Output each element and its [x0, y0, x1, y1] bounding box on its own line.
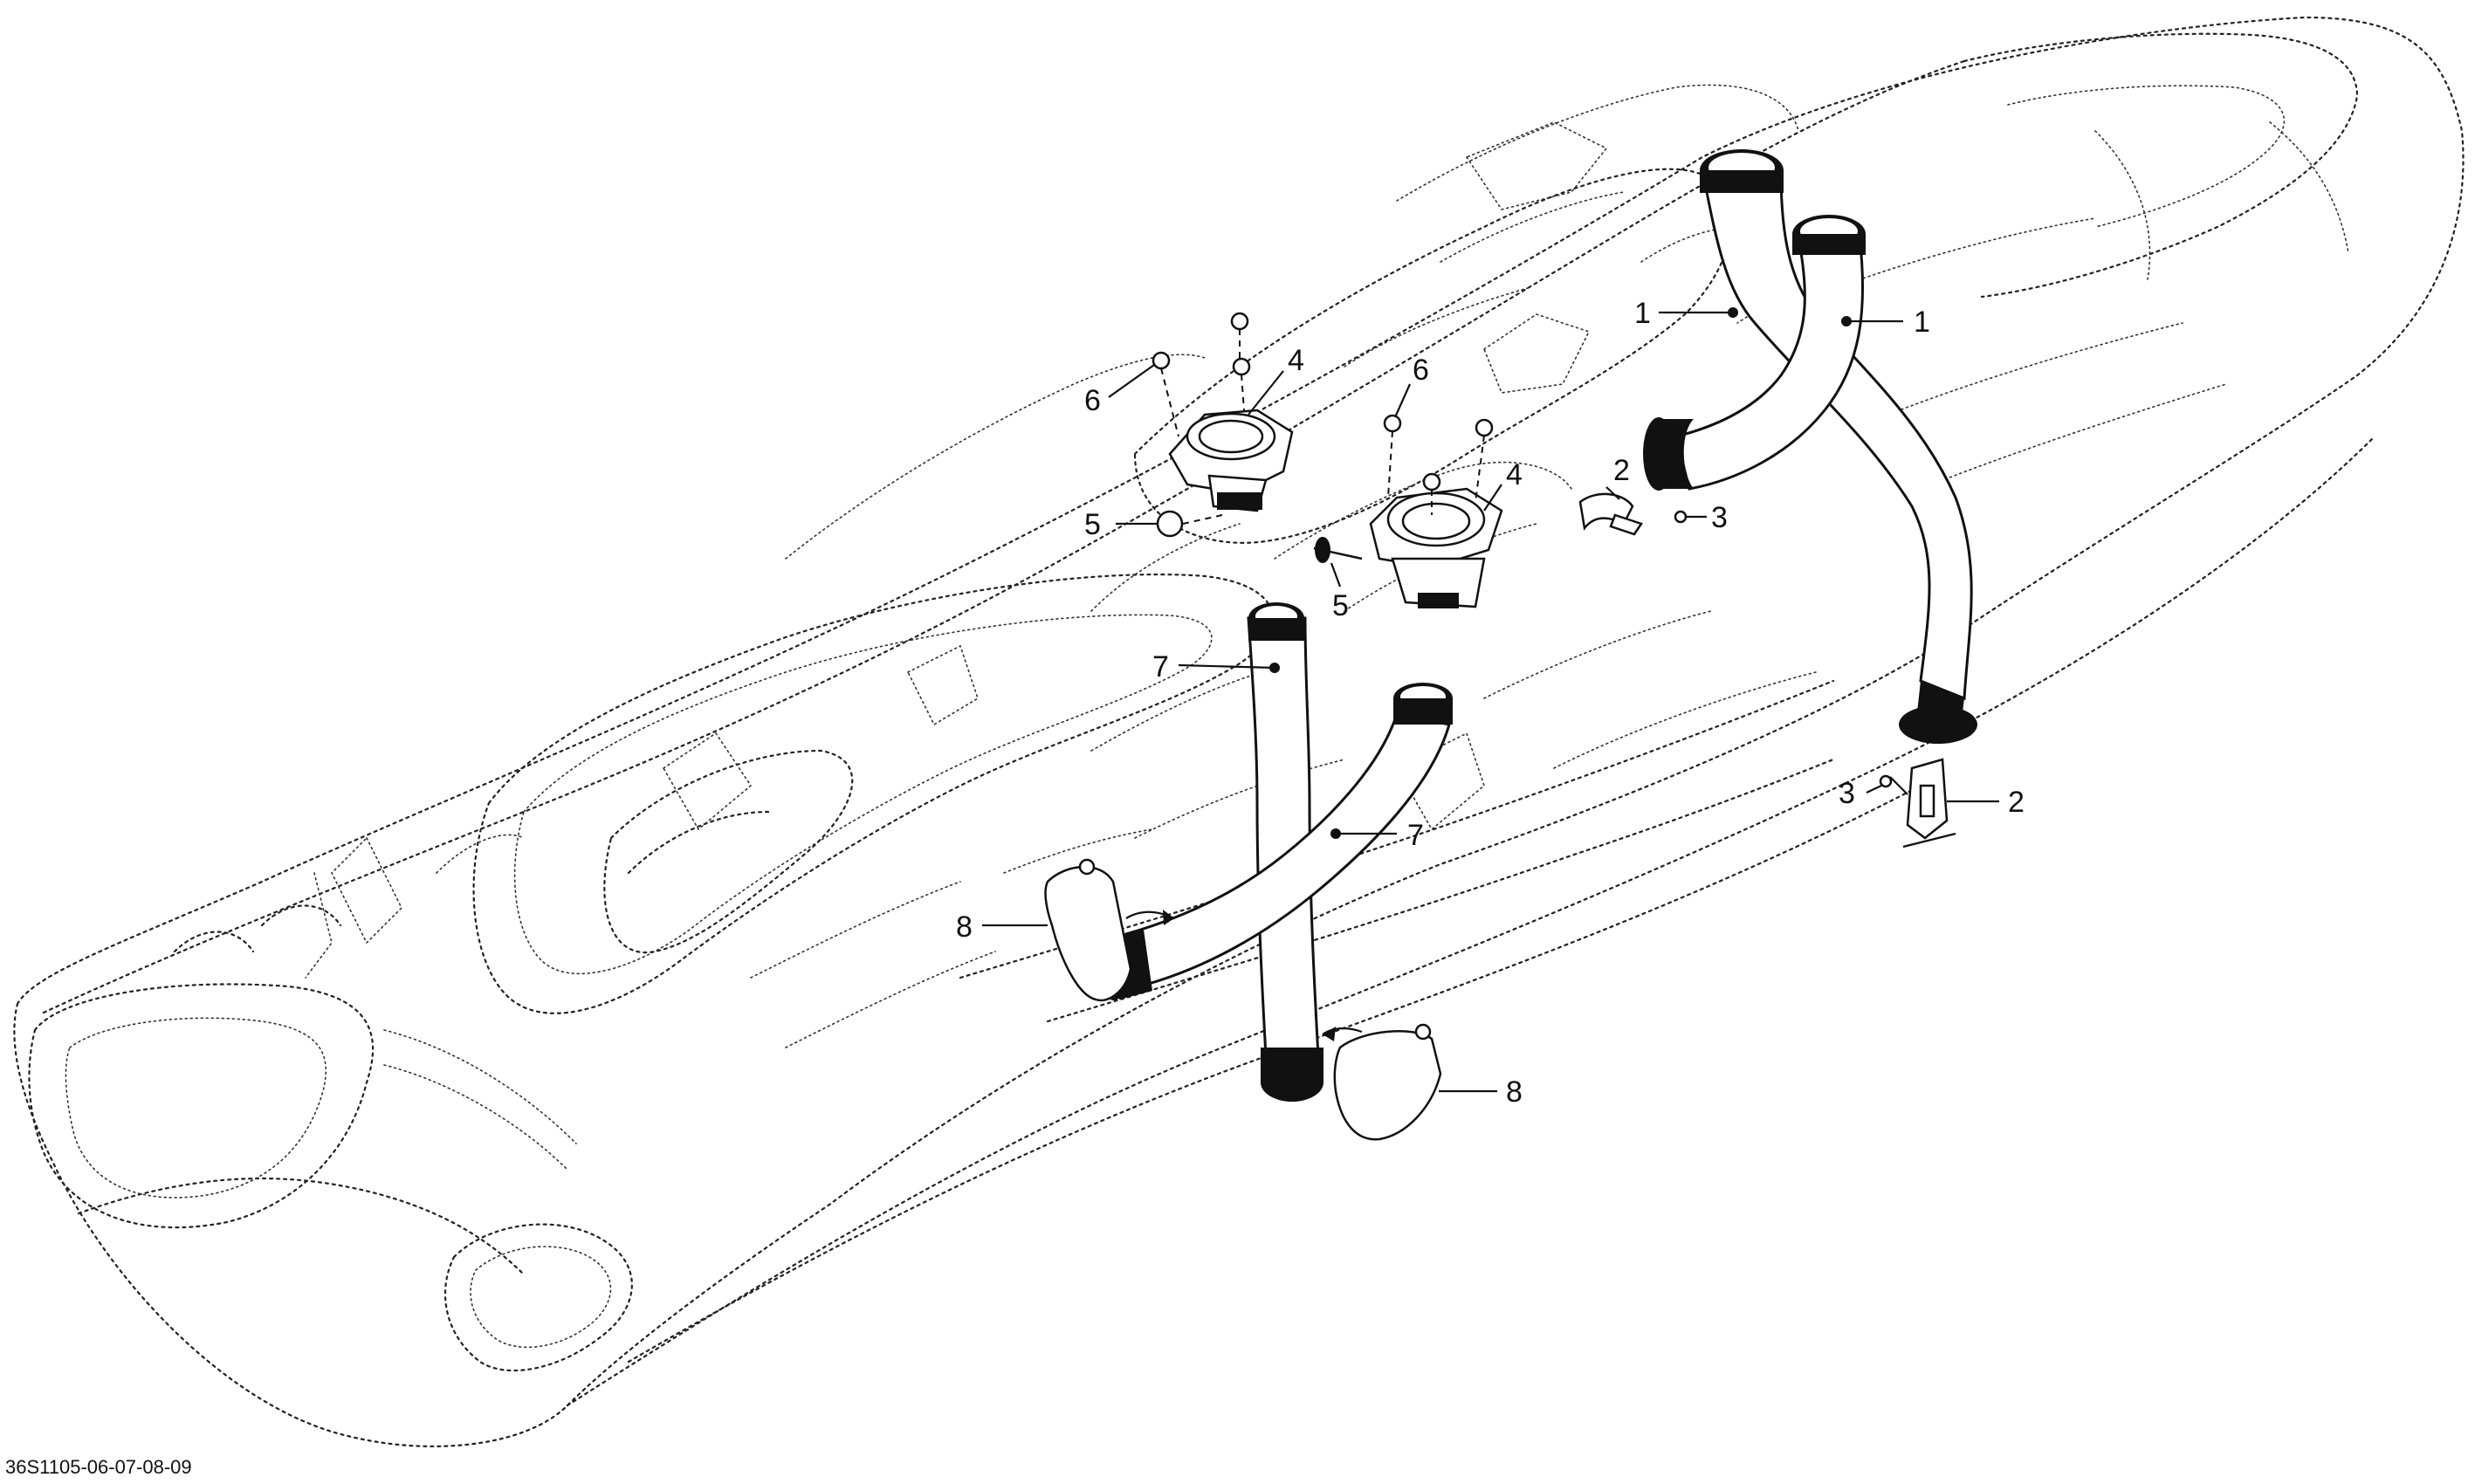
clamp-part-8-a — [1044, 858, 1175, 1002]
callout-8-b: 8 — [1506, 1075, 1523, 1109]
callout-4-a: 4 — [1288, 344, 1304, 377]
callout-2-b: 2 — [2008, 786, 2025, 819]
callout-5-a: 5 — [1084, 508, 1101, 541]
callout-5-b: 5 — [1332, 589, 1349, 622]
callout-7-a: 7 — [1152, 650, 1169, 684]
clip-part-2-a — [1578, 492, 1688, 536]
callout-8-a: 8 — [956, 910, 973, 944]
screws-part-6 — [1152, 312, 1494, 515]
document-reference: 36S1105-06-07-08-09 — [5, 1456, 192, 1478]
callout-7-b: 7 — [1407, 819, 1424, 852]
vent-housing-part-4-b — [1369, 487, 1503, 608]
callout-3-a: 3 — [1711, 501, 1728, 534]
callout-4-b: 4 — [1506, 458, 1523, 491]
plug-part-5 — [1156, 510, 1363, 563]
callout-1-a: 1 — [1634, 297, 1651, 330]
callout-6-a: 6 — [1084, 384, 1101, 417]
vent-housing-part-4-a — [1168, 409, 1294, 512]
callout-1-b: 1 — [1914, 306, 1930, 339]
hose-part-1-pair — [1643, 149, 1977, 744]
callout-6-b: 6 — [1413, 354, 1429, 387]
callout-2-a: 2 — [1613, 454, 1630, 487]
hull-outline — [13, 16, 2465, 1447]
clip-part-2-b — [1879, 758, 1956, 848]
callout-3-b: 3 — [1839, 777, 1855, 810]
callouts: 1 1 2 3 3 2 4 4 6 6 5 5 — [956, 297, 2025, 1109]
clamp-part-8-b — [1322, 1023, 1442, 1141]
